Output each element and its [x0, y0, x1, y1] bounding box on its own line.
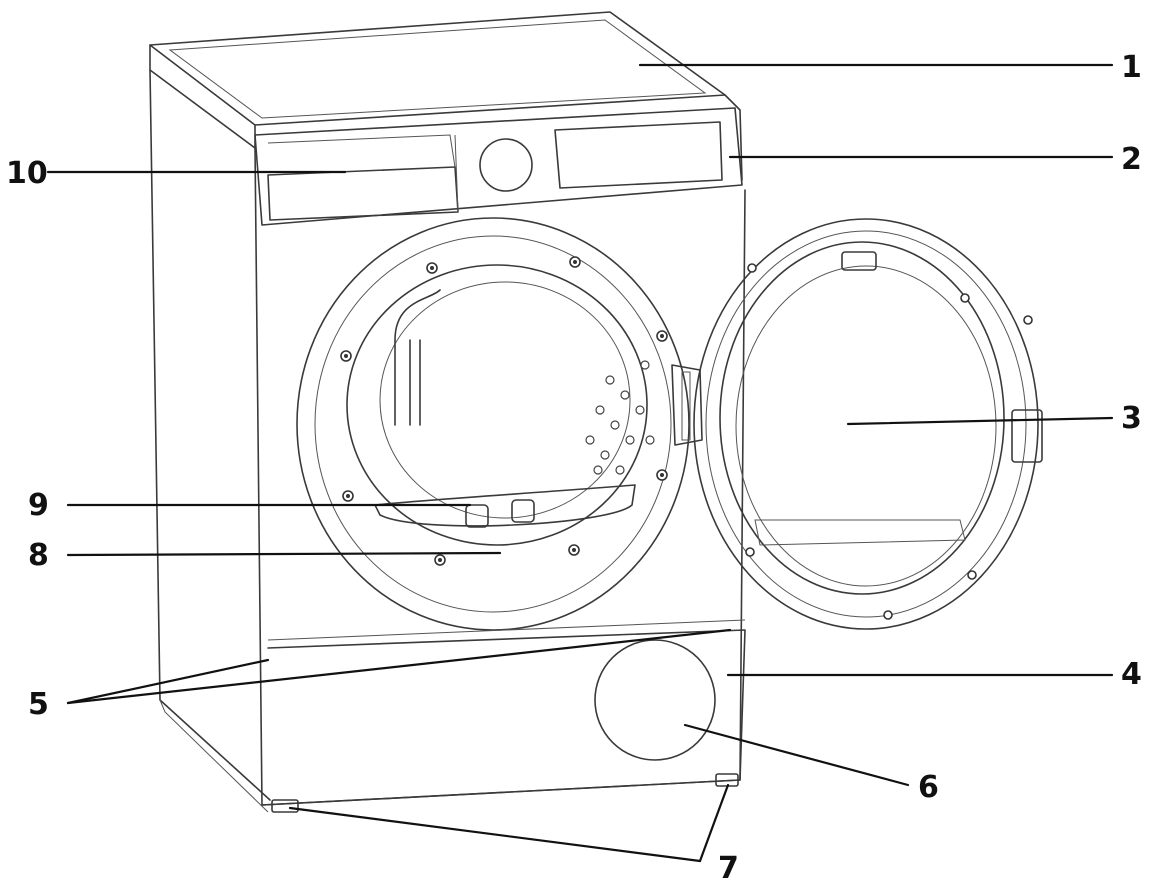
callout-numbers: 1 2 3 4 5 6 7 8 9 10 [6, 50, 1142, 881]
callout-1: 1 [1121, 50, 1142, 85]
open-door [693, 218, 1039, 630]
service-hatch [594, 639, 716, 761]
callout-2: 2 [1121, 142, 1142, 177]
front-panel [254, 147, 746, 806]
display-panel [554, 121, 723, 189]
door-screws [745, 263, 1033, 620]
control-panel [254, 107, 743, 226]
leader-lines [46, 63, 1114, 863]
callout-4: 4 [1121, 657, 1142, 692]
plinth [261, 629, 746, 806]
door-ring [296, 217, 690, 631]
callout-5: 5 [28, 687, 49, 722]
callout-7: 7 [718, 851, 739, 881]
callout-8: 8 [28, 538, 49, 573]
dryer-illustration [149, 11, 1043, 813]
door-glass [719, 241, 1005, 595]
callout-9: 9 [28, 488, 49, 523]
drum-opening [346, 264, 648, 546]
program-knob [479, 138, 533, 192]
callout-10: 10 [6, 156, 48, 191]
door-latch [1011, 409, 1043, 463]
side-panel [149, 69, 271, 801]
detergent-drawer [267, 166, 459, 221]
drum-perforation [585, 360, 655, 475]
door-hinge [671, 364, 703, 446]
callout-6: 6 [918, 770, 939, 805]
filter-housing [374, 484, 636, 527]
ring-screws [340, 256, 668, 566]
callout-3: 3 [1121, 401, 1142, 436]
